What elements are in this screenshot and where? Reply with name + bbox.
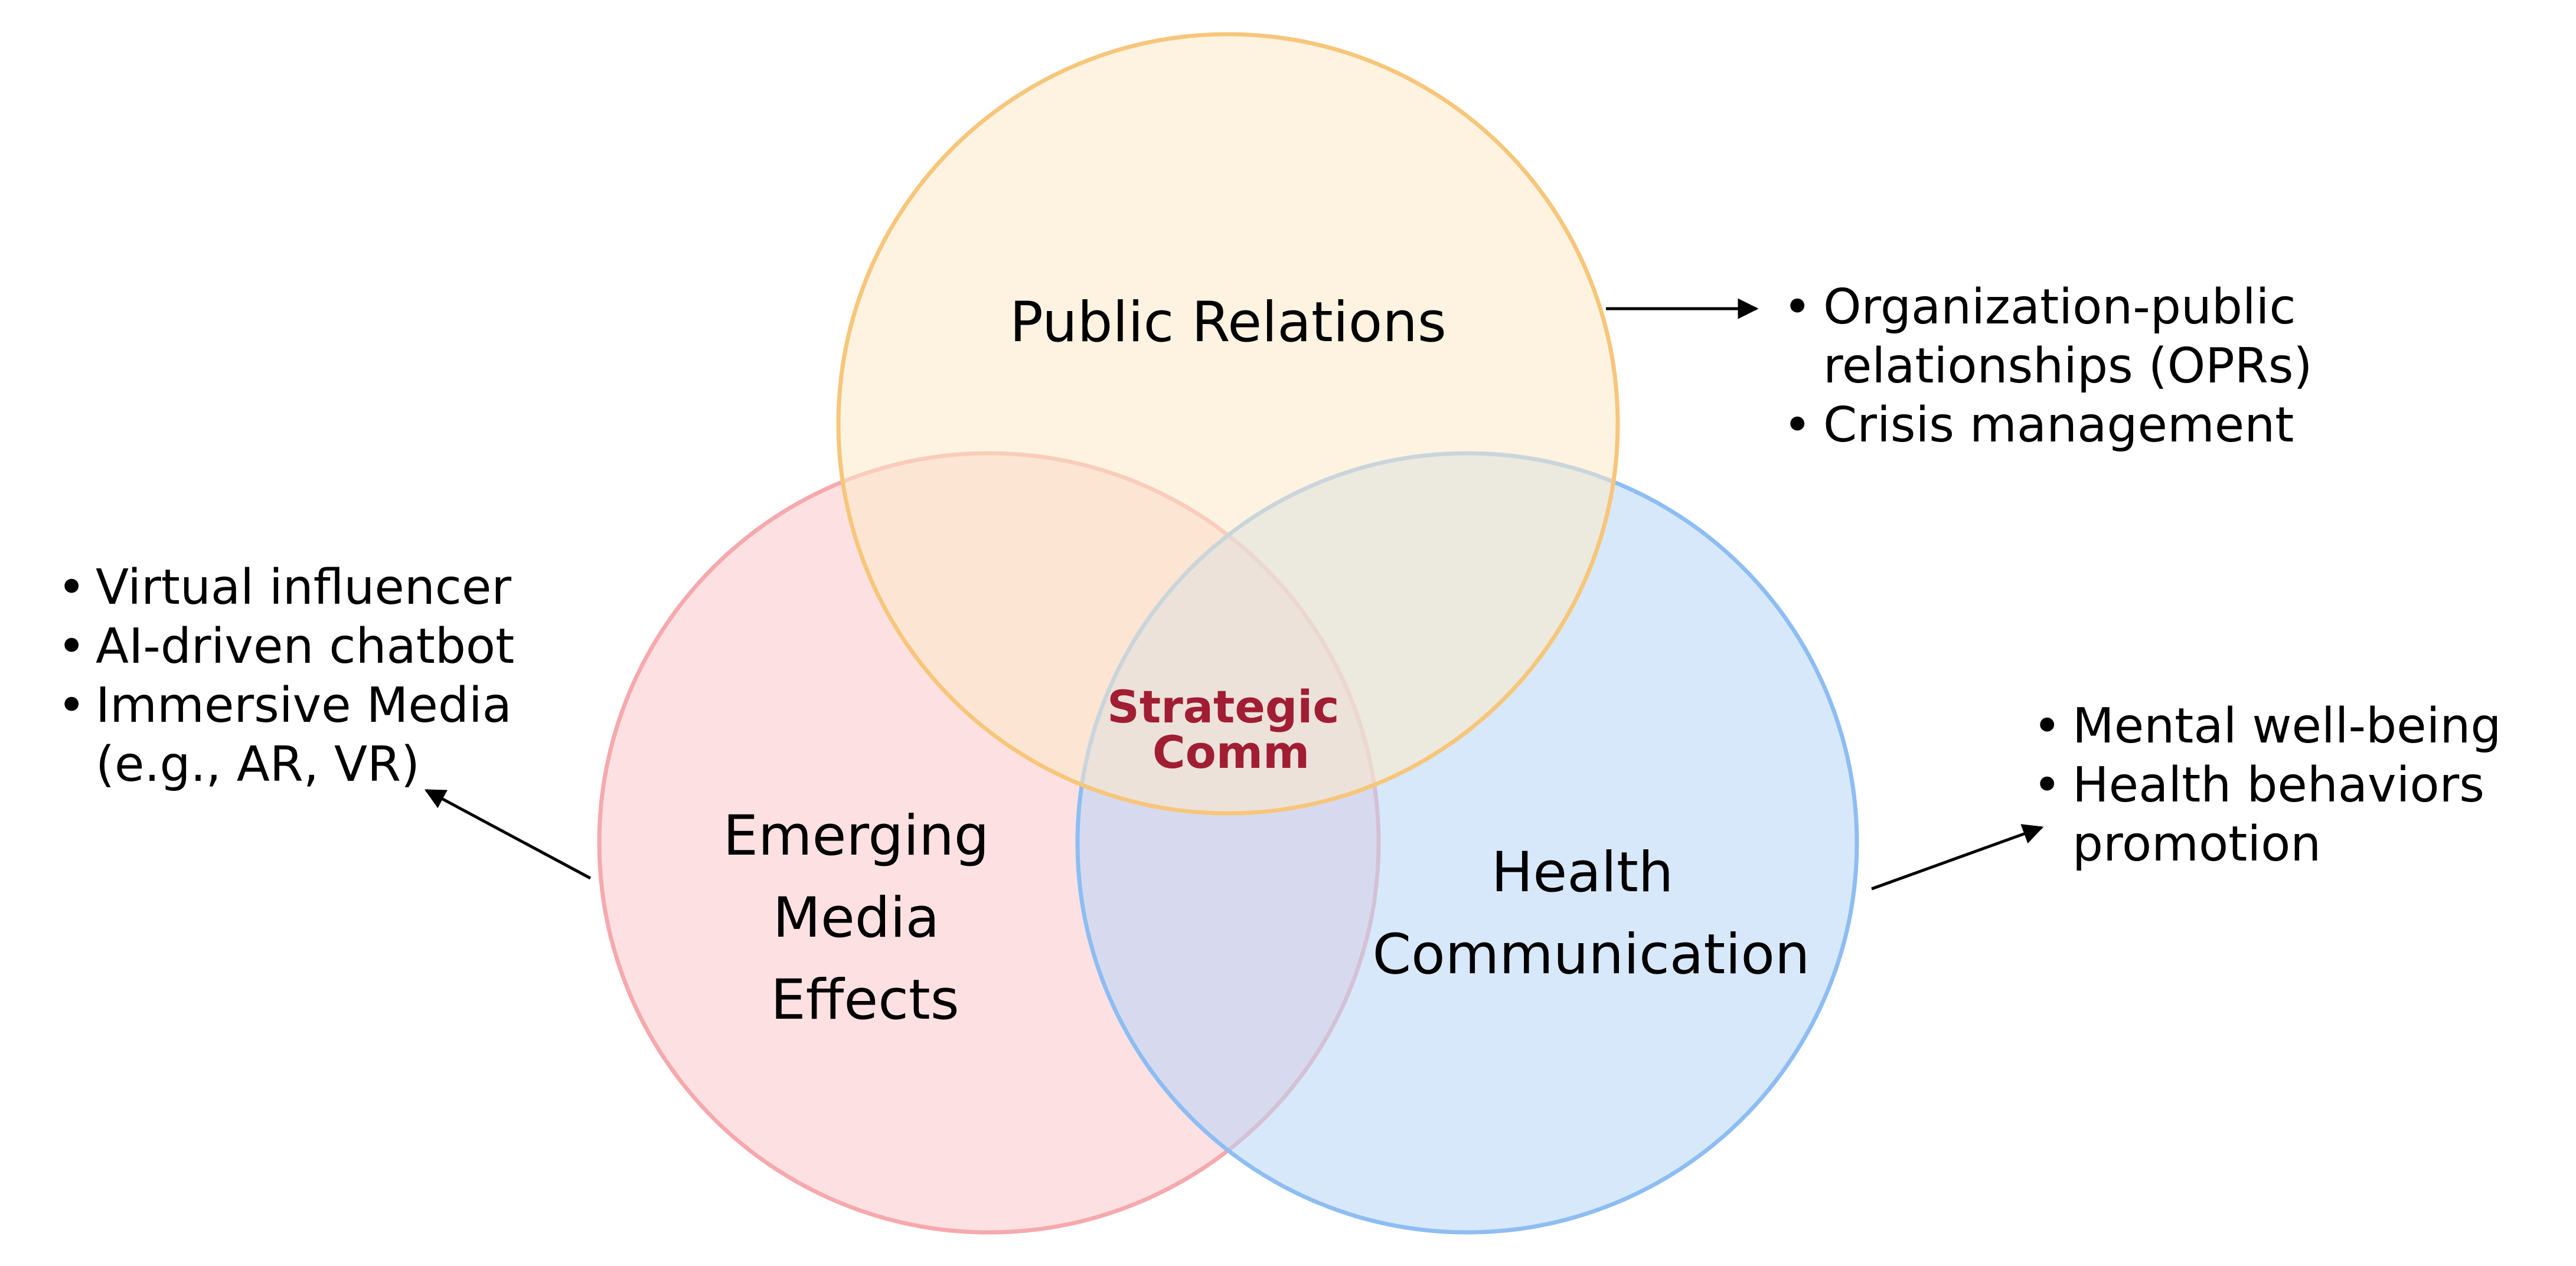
strategic-comm-label: Strategic Comm xyxy=(1107,681,1355,778)
list-item-text: Mental well-being xyxy=(2072,698,2501,754)
bullet-dot: • xyxy=(2033,757,2061,813)
emerging-media-label-line: Emerging xyxy=(723,804,990,868)
list-item-text: Immersive Media xyxy=(96,678,512,734)
bullet-dot: • xyxy=(1783,397,1811,453)
list-item: • Mental well-being xyxy=(2033,698,2501,754)
list-item-text: Crisis management xyxy=(1823,397,2294,453)
health-communication-label-line: Health xyxy=(1491,840,1674,905)
list-item: • Health behaviors promotion xyxy=(2033,757,2484,872)
bullet-dot: • xyxy=(2033,698,2061,754)
bullet-dot: • xyxy=(1783,279,1811,335)
emerging-media-label-line: Media xyxy=(773,886,939,950)
list-item-text: AI-driven chatbot xyxy=(96,619,514,675)
public-relations-list: • Organization-public relationships (OPR… xyxy=(1783,279,2312,453)
list-item: • Immersive Media (e.g., AR, VR) xyxy=(57,678,512,793)
health-communication-label: Health Communication xyxy=(1373,840,1810,987)
bullet-dot: • xyxy=(57,560,86,616)
bullet-dot: • xyxy=(57,678,86,734)
list-item: • AI-driven chatbot xyxy=(57,619,514,675)
circles-group xyxy=(597,32,1859,1235)
strategic-comm-label-line: Comm xyxy=(1152,726,1310,778)
list-item-text: Organization-public xyxy=(1823,279,2296,335)
list-item: • Crisis management xyxy=(1783,397,2294,453)
health-communication-list: • Mental well-being • Health behaviors p… xyxy=(2033,698,2501,872)
arrow-health-communication xyxy=(1871,824,2044,891)
list-item-text: promotion xyxy=(2072,816,2321,872)
list-item-text: Virtual influencer xyxy=(96,560,511,616)
emerging-media-list: • Virtual influencer • AI-driven chatbot… xyxy=(57,560,514,793)
list-item: • Virtual influencer xyxy=(57,560,511,616)
list-item-text: relationships (OPRs) xyxy=(1823,338,2312,394)
health-communication-label-line: Communication xyxy=(1373,922,1810,987)
emerging-media-label: Emerging Media Effects xyxy=(723,804,1007,1032)
public-relations-label: Public Relations xyxy=(1010,290,1447,355)
list-item-text: Health behaviors xyxy=(2072,757,2484,813)
arrow-emerging-media xyxy=(424,789,592,880)
list-item: • Organization-public relationships (OPR… xyxy=(1783,279,2312,394)
strategic-comm-label-line: Strategic xyxy=(1107,681,1339,733)
circle-public-relations xyxy=(836,32,1620,816)
emerging-media-label-line: Effects xyxy=(770,968,959,1032)
list-item-text: (e.g., AR, VR) xyxy=(96,737,420,793)
bullet-dot: • xyxy=(57,619,86,675)
arrows-group xyxy=(424,298,2044,891)
